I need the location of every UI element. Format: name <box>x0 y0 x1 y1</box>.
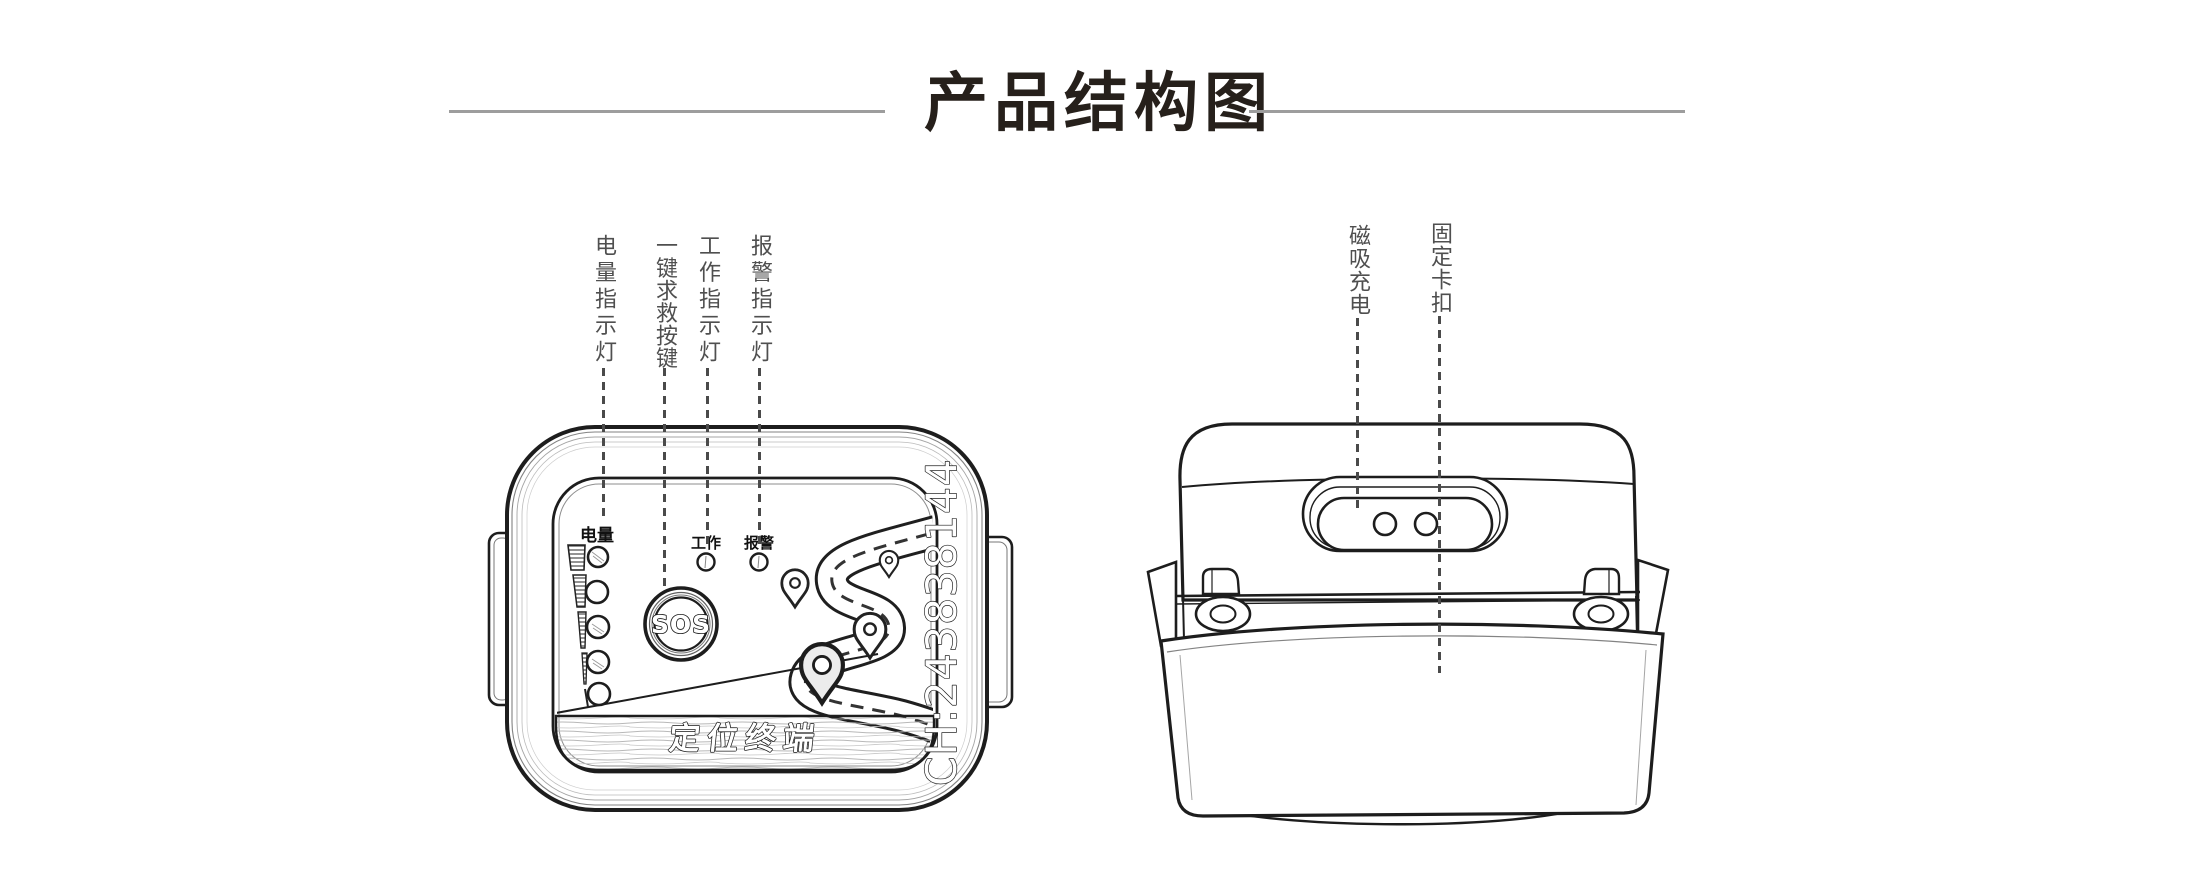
brand-band: 定位终端 <box>554 714 936 772</box>
bracket-clip-left <box>1201 567 1241 596</box>
callout-sos-key: 一键求救按键 <box>652 234 677 369</box>
page-title: 产品结构图 <box>924 67 1274 141</box>
battery-led <box>586 681 612 707</box>
mount-bracket <box>1146 558 1670 826</box>
callout-battery-indicator: 电量指示灯 <box>591 234 616 367</box>
bracket-wing-left <box>1146 560 1178 650</box>
battery-led <box>585 649 611 675</box>
device-code: CH:243838144 <box>917 458 966 786</box>
title-divider-left <box>449 110 885 113</box>
front-view-illustration: 电量 工作 报警 SOS 定位终端 CH:243838144 <box>487 425 1014 812</box>
bracket-lug-left <box>1194 595 1252 633</box>
bracket-lug-right <box>1572 595 1630 633</box>
leader-alarm-indicator <box>757 368 761 547</box>
battery-label: 电量 <box>580 525 614 546</box>
sos-label: SOS <box>651 610 711 639</box>
callout-work-indicator: 工作指示灯 <box>695 234 720 367</box>
leader-fixing-buckle <box>1437 316 1441 673</box>
leader-battery-indicator <box>601 368 605 517</box>
callout-alarm-indicator: 报警指示灯 <box>747 234 772 367</box>
led-shading <box>591 551 605 670</box>
battery-led <box>584 579 610 605</box>
leader-magnetic-charging <box>1355 318 1359 510</box>
battery-gauge <box>567 544 589 708</box>
back-view-illustration <box>1146 422 1670 826</box>
battery-led <box>585 614 611 640</box>
map-pin-small <box>878 549 900 579</box>
charging-contact <box>1413 511 1439 537</box>
charging-contact <box>1372 511 1398 537</box>
map-pin-large <box>799 642 845 707</box>
callout-magnetic-charging: 磁吸充电 <box>1345 224 1370 316</box>
bracket-clip-right <box>1582 567 1621 596</box>
title-divider-right <box>1249 110 1685 113</box>
callout-fixing-buckle: 固定卡扣 <box>1427 222 1452 314</box>
leader-work-indicator <box>705 368 709 547</box>
sos-button: SOS <box>643 586 719 662</box>
leader-sos-key <box>662 368 666 592</box>
brand-label: 定位终端 <box>667 721 823 757</box>
bracket-face <box>1159 622 1665 818</box>
map-pin <box>780 568 810 610</box>
battery-leds <box>584 545 612 707</box>
charging-port <box>1301 475 1509 553</box>
map-pin <box>852 611 888 661</box>
